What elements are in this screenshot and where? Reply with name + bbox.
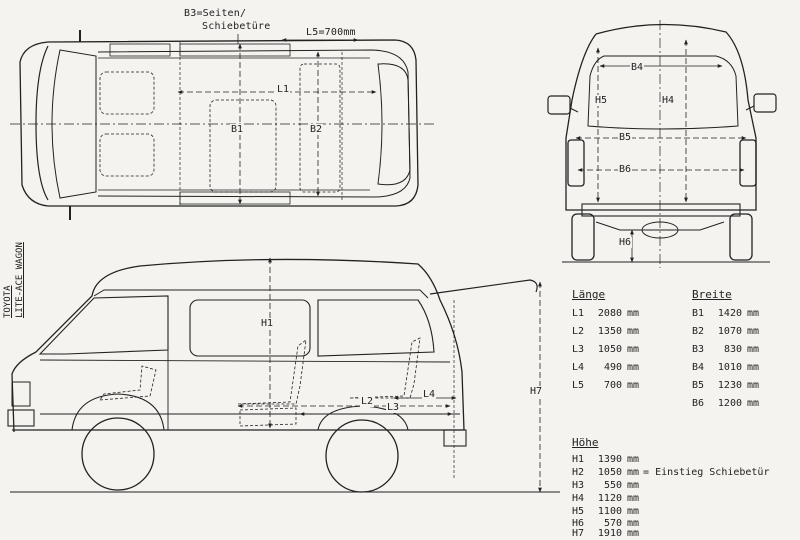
label-L3: L3 [386, 402, 401, 413]
vehicle-make: TOYOTA [3, 285, 13, 318]
label-H6: H6 [618, 237, 633, 248]
rear-view-wheel-left [571, 213, 595, 261]
side-view-window-rear [317, 299, 435, 357]
top-view-seats [99, 63, 341, 193]
side-view-windshield [38, 295, 169, 355]
side-view-front-wheel [81, 417, 155, 491]
side-view-front-wheel-arch [71, 393, 165, 431]
label-B1: B1 [230, 124, 245, 135]
top-view [10, 30, 436, 220]
b3-note-line1: B3=Seiten/ [184, 8, 247, 19]
rear-view [547, 20, 777, 268]
rear-view-lamp-left [567, 139, 585, 187]
label-L2: L2 [360, 396, 375, 407]
label-L1: L1 [276, 84, 291, 95]
label-B6: B6 [618, 164, 633, 175]
vehicle-model: LITE-ACE WAGON [15, 242, 25, 318]
rear-view-roof [595, 23, 749, 101]
top-view-sunroof-bottom [179, 191, 291, 205]
side-view-body-outline [11, 258, 465, 433]
side-view-tailgate-open [429, 279, 538, 295]
rear-view-mirror-right [753, 93, 777, 113]
label-B5: B5 [618, 132, 633, 143]
rear-view-mirror-left [547, 95, 571, 115]
side-view-headlamp [11, 381, 31, 407]
top-view-hood [51, 49, 97, 199]
label-H7: H7 [529, 386, 544, 397]
rear-view-wheel-right [729, 213, 753, 261]
label-H5: H5 [594, 95, 609, 106]
rear-view-lamp-right [739, 139, 757, 187]
side-view-front-bumper [7, 409, 35, 427]
rear-view-window [587, 55, 739, 130]
rear-view-bumper [581, 203, 741, 217]
side-view-window-1 [189, 299, 311, 357]
side-view-roof-step [93, 289, 429, 299]
laenge-title: Länge [572, 288, 606, 301]
top-view-body-outline [19, 39, 419, 207]
vehicle-title: TOYOTA LITE-ACE WAGON [2, 242, 26, 318]
top-view-roof-outline [97, 49, 411, 198]
label-B4: B4 [630, 62, 645, 73]
label-L4: L4 [422, 389, 437, 400]
label-B2: B2 [309, 124, 324, 135]
top-view-rear-window [377, 63, 411, 186]
side-view-rear-bumper [443, 429, 467, 447]
side-view-rear-wheel [325, 419, 399, 493]
rear-view-axle [595, 221, 725, 231]
top-view-sunroof-rear [179, 43, 291, 57]
rear-view-body [565, 33, 757, 211]
l5-note: L5=700mm [306, 27, 356, 38]
top-view-sunroof-front [109, 43, 171, 57]
side-view [7, 257, 560, 493]
side-view-seats [99, 337, 421, 427]
label-H4: H4 [661, 95, 676, 106]
breite-title: Breite [692, 288, 732, 301]
b3-note-line2: Schiebetüre [202, 21, 271, 32]
top-view-windshield [35, 45, 49, 201]
label-H1: H1 [260, 318, 275, 329]
hoehe-title: Höhe [572, 436, 599, 449]
side-view-beltline [39, 359, 451, 363]
